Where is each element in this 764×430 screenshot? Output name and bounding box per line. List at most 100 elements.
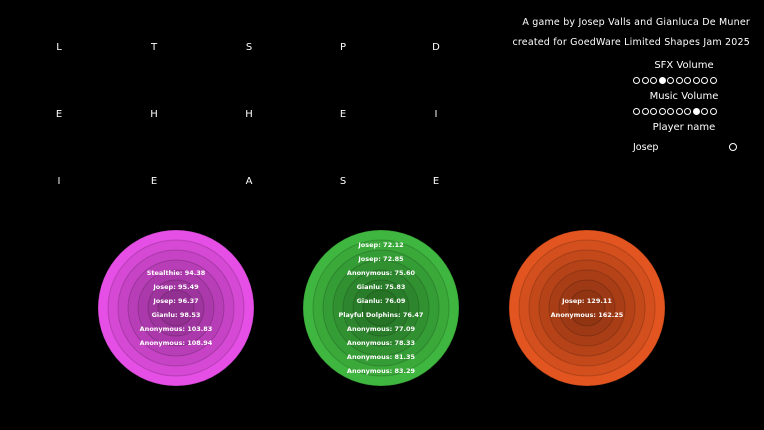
volume-dot[interactable] — [650, 77, 657, 84]
disc-ring — [312, 239, 450, 377]
disc-shade — [539, 260, 635, 356]
disc-ring — [538, 259, 636, 357]
volume-dot[interactable] — [684, 77, 691, 84]
letter-tile[interactable]: E — [55, 109, 63, 120]
music-volume-label: Music Volume — [649, 91, 719, 102]
disc-shade — [529, 250, 645, 366]
disc-ring — [107, 239, 245, 377]
disc-shade — [549, 270, 625, 346]
player-name-label: Player name — [652, 122, 716, 133]
letter-tile[interactable]: P — [339, 42, 347, 53]
leaderboard-entry: Anonymous: 75.60 — [346, 269, 416, 277]
leaderboard-entry: Anonymous: 81.35 — [346, 353, 416, 361]
volume-dot[interactable] — [692, 77, 700, 84]
leaderboard-entry: Josep: 96.37 — [153, 297, 199, 305]
leaderboard-entry: Josep: 129.11 — [562, 297, 612, 305]
letter-tile[interactable]: L — [56, 42, 62, 53]
volume-dot[interactable] — [658, 108, 666, 115]
credits-line-1: A game by Josep Valls and Gianluca De Mu… — [522, 17, 750, 28]
volume-dot[interactable] — [701, 108, 708, 115]
leaderboard-entry: Gianlu: 75.83 — [356, 283, 406, 291]
disc-shade — [138, 270, 214, 346]
letter-tile[interactable]: E — [150, 176, 158, 187]
disc-shade — [519, 240, 655, 376]
leaderboard-entry: Anonymous: 83.29 — [346, 367, 416, 375]
leaderboard-entry: Anonymous: 162.25 — [550, 311, 624, 319]
disc-shade — [148, 280, 204, 336]
disc-ring — [137, 269, 215, 347]
disc-shade — [333, 260, 429, 356]
letter-tile[interactable]: D — [432, 42, 440, 53]
volume-dot[interactable] — [633, 108, 640, 115]
sfx-volume-label: SFX Volume — [654, 60, 714, 71]
leaderboard-entry: Anonymous: 77.09 — [346, 325, 416, 333]
leaderboard-disc — [509, 230, 665, 386]
disc-ring — [127, 259, 225, 357]
leaderboard-disc — [98, 230, 254, 386]
volume-dot[interactable] — [667, 77, 674, 84]
volume-dot[interactable] — [667, 108, 674, 115]
volume-dot[interactable] — [641, 108, 649, 115]
volume-dot[interactable] — [658, 77, 666, 84]
leaderboard-entry: Anonymous: 78.33 — [346, 339, 416, 347]
disc-ring — [332, 259, 430, 357]
disc-ring — [548, 269, 626, 347]
disc-shade — [559, 280, 615, 336]
leaderboard-entry: Anonymous: 108.94 — [139, 339, 213, 347]
disc-shade — [313, 240, 449, 376]
leaderboard-entry: Josep: 72.85 — [358, 255, 404, 263]
volume-dot[interactable] — [692, 108, 700, 115]
letter-tile[interactable]: A — [245, 176, 253, 187]
disc-ring — [322, 249, 440, 367]
disc-shade — [118, 250, 234, 366]
disc-ring — [362, 289, 400, 327]
disc-shade — [343, 270, 419, 346]
disc-ring — [558, 279, 616, 337]
leaderboard-entry: Josep: 95.49 — [153, 283, 199, 291]
letter-tile[interactable]: S — [245, 42, 253, 53]
disc-shade — [323, 250, 439, 366]
music-volume-slider[interactable] — [633, 108, 717, 115]
volume-dot[interactable] — [675, 108, 683, 115]
disc-shade — [108, 240, 244, 376]
disc-ring — [117, 249, 235, 367]
disc-shade — [158, 290, 194, 326]
leaderboard-entry: Anonymous: 103.83 — [139, 325, 213, 333]
player-name-edit-icon[interactable] — [729, 143, 737, 151]
disc-ring — [157, 289, 195, 327]
letter-tile[interactable]: I — [57, 176, 61, 187]
letter-tile[interactable]: H — [245, 109, 253, 120]
disc-shade — [128, 260, 224, 356]
letter-tile[interactable]: I — [434, 109, 438, 120]
disc-shade — [353, 280, 409, 336]
leaderboard-entry: Gianlu: 76.09 — [356, 297, 406, 305]
disc-ring — [568, 289, 606, 327]
disc-ring — [98, 230, 254, 386]
letter-tile[interactable]: H — [150, 109, 158, 120]
letter-tile[interactable]: E — [432, 176, 440, 187]
volume-dot[interactable] — [709, 108, 717, 115]
sfx-volume-slider[interactable] — [633, 77, 717, 84]
volume-dot[interactable] — [701, 77, 708, 84]
letter-tile[interactable]: S — [339, 176, 347, 187]
leaderboard-entry: Playful Dolphins: 76.47 — [338, 311, 424, 319]
volume-dot[interactable] — [650, 108, 657, 115]
volume-dot[interactable] — [633, 77, 640, 84]
leaderboard-entry: Josep: 72.12 — [358, 241, 404, 249]
volume-dot[interactable] — [684, 108, 691, 115]
volume-dot[interactable] — [641, 77, 649, 84]
disc-ring — [342, 269, 420, 347]
letter-tile[interactable]: E — [339, 109, 347, 120]
disc-ring — [518, 239, 656, 377]
disc-shade — [569, 290, 605, 326]
volume-dot[interactable] — [675, 77, 683, 84]
disc-ring — [147, 279, 205, 337]
disc-shade — [363, 290, 399, 326]
letter-tile[interactable]: T — [150, 42, 158, 53]
volume-dot[interactable] — [709, 77, 717, 84]
leaderboard-entry: Gianlu: 98.53 — [151, 311, 201, 319]
player-name-input[interactable]: Josep — [633, 142, 659, 153]
disc-ring — [509, 230, 665, 386]
disc-ring — [303, 230, 459, 386]
disc-ring — [352, 279, 410, 337]
